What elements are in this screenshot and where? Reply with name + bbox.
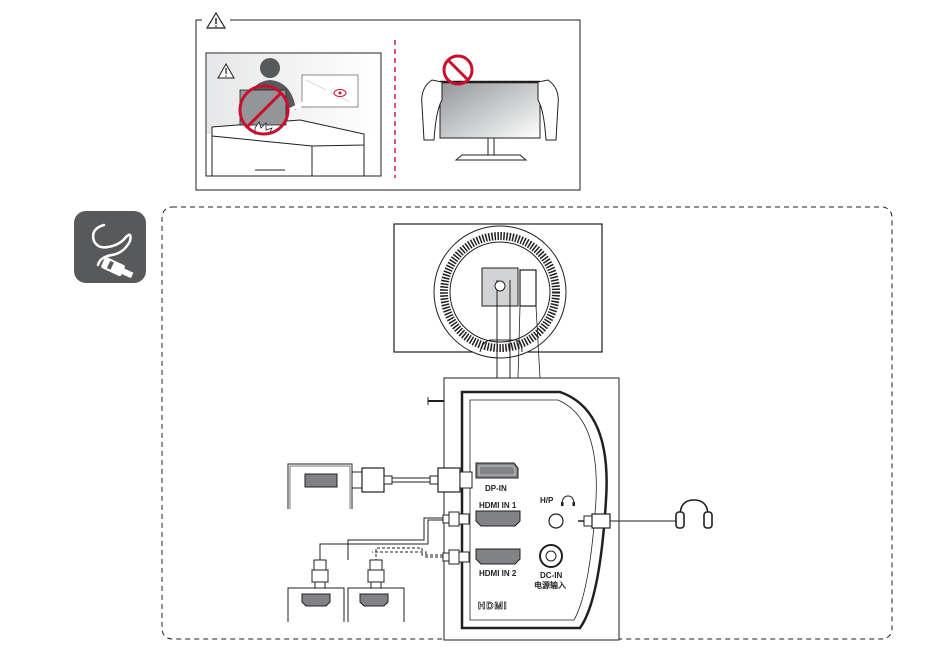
warning-symbol-text: ⚠ [205, 11, 218, 28]
headphone-cable [578, 514, 678, 528]
hdmi-logo: HDMI [478, 601, 508, 612]
hdmi-in-1-port[interactable] [476, 511, 520, 526]
headphone-label: H/P [540, 496, 554, 505]
dp-in-label: DP-IN [485, 484, 507, 493]
hdmi-in-2-port[interactable] [476, 549, 520, 564]
hdmi-in-2-label: HDMI IN 2 [479, 569, 517, 578]
dp-source-device [286, 464, 354, 512]
headphone-jack[interactable] [549, 514, 563, 528]
dc-in-label: DC-IN [540, 571, 562, 580]
dc-in-port[interactable] [540, 545, 562, 567]
hdmi-source-device-2 [346, 588, 406, 628]
port-panel-zoom [428, 378, 619, 640]
dp-in-port[interactable] [476, 463, 518, 478]
headphones-icon [676, 500, 712, 528]
hdmi-in-1-label: HDMI IN 1 [479, 501, 517, 510]
monitor-back-view [394, 224, 602, 380]
dp-cable [352, 468, 472, 492]
dc-in-cn-label: 电源输入 [534, 580, 566, 590]
hdmi-source-device-1 [286, 588, 346, 628]
